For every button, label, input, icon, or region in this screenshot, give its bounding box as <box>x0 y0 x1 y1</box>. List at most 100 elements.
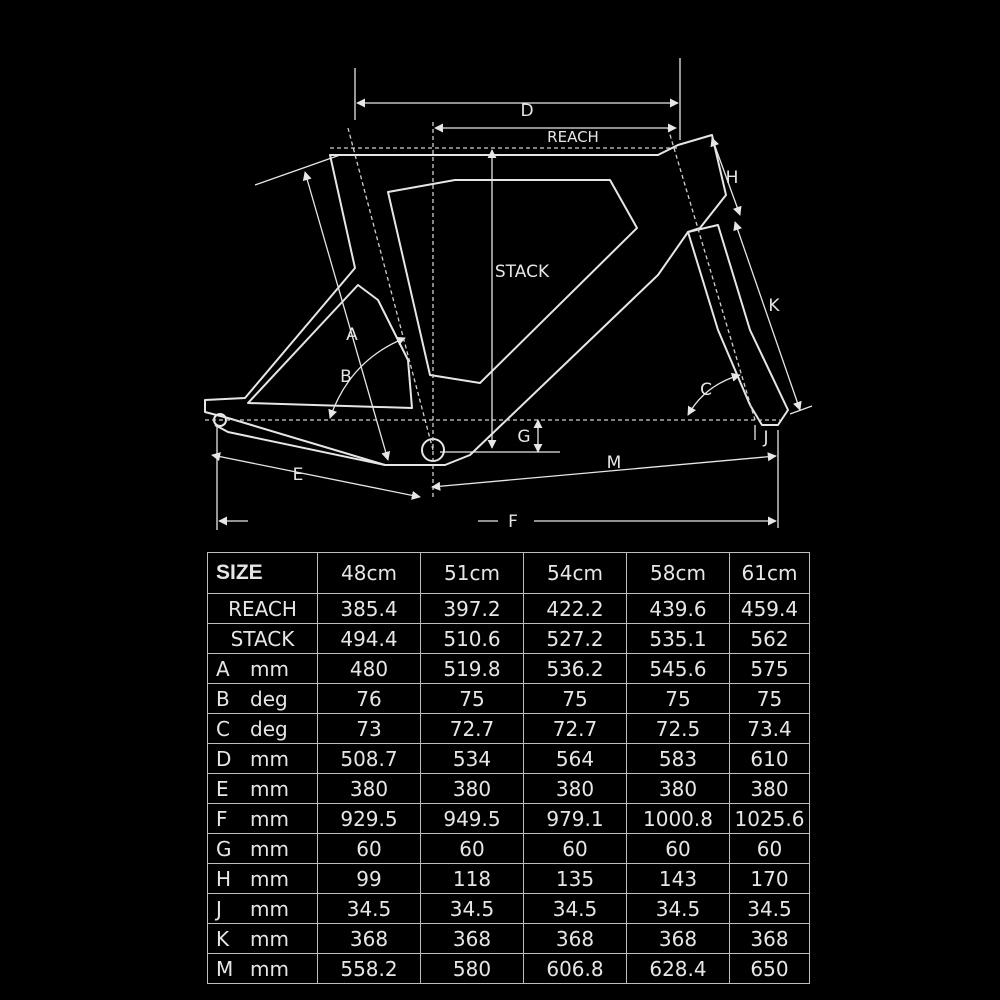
table-cell: 368 <box>729 923 810 954</box>
size-header-cell: 58cm <box>626 552 730 594</box>
table-cell: 34.5 <box>317 893 421 924</box>
row-code: C <box>216 716 230 741</box>
table-cell: 562 <box>729 623 810 654</box>
table-cell: 368 <box>523 923 627 954</box>
table-cell: 380 <box>420 773 524 804</box>
table-cell: 606.8 <box>523 953 627 984</box>
table-cell: 60 <box>729 833 810 864</box>
row-label: STACK <box>207 623 318 654</box>
table-cell: 75 <box>523 683 627 714</box>
dimension-labels: D REACH H STACK K A B C G J E M F <box>293 101 781 532</box>
table-cell: 60 <box>626 833 730 864</box>
row-code: REACH <box>228 596 297 621</box>
size-header-cell: 48cm <box>317 552 421 594</box>
table-cell: 979.1 <box>523 803 627 834</box>
table-cell: 628.4 <box>626 953 730 984</box>
table-cell: 72.7 <box>420 713 524 744</box>
table-cell: 72.5 <box>626 713 730 744</box>
table-cell: 170 <box>729 863 810 894</box>
table-cell: 439.6 <box>626 593 730 624</box>
table-cell: 75 <box>729 683 810 714</box>
row-unit: deg <box>250 686 288 711</box>
table-cell: 510.6 <box>420 623 524 654</box>
size-header-label: SIZE <box>207 552 318 594</box>
row-unit: mm <box>250 776 289 801</box>
label-b: B <box>340 367 352 387</box>
row-label: REACH <box>207 593 318 624</box>
row-code: H <box>216 866 232 891</box>
table-cell: 368 <box>420 923 524 954</box>
table-cell: 422.2 <box>523 593 627 624</box>
a-dim-line <box>302 171 391 461</box>
seat-axis-line <box>347 127 434 451</box>
row-unit: mm <box>250 956 289 981</box>
label-stack: STACK <box>495 262 550 282</box>
row-code: F <box>216 806 228 831</box>
frame-geometry-diagram: D REACH H STACK K A B C G J E M F <box>204 58 813 532</box>
dimension-lines <box>211 58 813 530</box>
label-k: K <box>768 296 780 316</box>
table-cell: 99 <box>317 863 421 894</box>
row-unit: mm <box>250 836 289 861</box>
c-angle-arc <box>687 372 741 416</box>
table-cell: 535.1 <box>626 623 730 654</box>
frame-cutout-front <box>387 179 638 384</box>
table-cell: 34.5 <box>420 893 524 924</box>
table-cell: 949.5 <box>420 803 524 834</box>
table-cell: 1000.8 <box>626 803 730 834</box>
table-cell: 580 <box>420 953 524 984</box>
label-c: C <box>700 380 712 400</box>
table-cell: 536.2 <box>523 653 627 684</box>
row-code: D <box>216 746 232 771</box>
label-h: H <box>726 168 739 188</box>
label-m: M <box>607 453 622 473</box>
table-cell: 575 <box>729 653 810 684</box>
a-ext-line <box>254 154 341 186</box>
table-cell: 527.2 <box>523 623 627 654</box>
table-cell: 480 <box>317 653 421 684</box>
table-cell: 34.5 <box>729 893 810 924</box>
row-unit: mm <box>250 656 289 681</box>
row-unit: deg <box>250 716 288 741</box>
e-dim-line <box>211 452 421 500</box>
table-cell: 380 <box>626 773 730 804</box>
table-cell: 534 <box>420 743 524 774</box>
size-header-cell: 54cm <box>523 552 627 594</box>
table-cell: 75 <box>626 683 730 714</box>
table-cell: 368 <box>317 923 421 954</box>
row-code: STACK <box>230 626 295 651</box>
size-header-cell: 61cm <box>729 552 810 594</box>
table-cell: 135 <box>523 863 627 894</box>
table-cell: 60 <box>420 833 524 864</box>
label-g: G <box>517 427 530 447</box>
label-f: F <box>508 512 518 532</box>
row-code: E <box>216 776 229 801</box>
frame-main-shape <box>204 134 727 466</box>
table-cell: 60 <box>317 833 421 864</box>
table-cell: 380 <box>523 773 627 804</box>
table-cell: 564 <box>523 743 627 774</box>
table-cell: 397.2 <box>420 593 524 624</box>
table-cell: 380 <box>317 773 421 804</box>
row-unit: mm <box>250 746 289 771</box>
table-cell: 545.6 <box>626 653 730 684</box>
row-code: A <box>216 656 230 681</box>
table-cell: 583 <box>626 743 730 774</box>
row-unit: mm <box>250 896 289 921</box>
table-cell: 519.8 <box>420 653 524 684</box>
table-cell: 73.4 <box>729 713 810 744</box>
table-cell: 60 <box>523 833 627 864</box>
